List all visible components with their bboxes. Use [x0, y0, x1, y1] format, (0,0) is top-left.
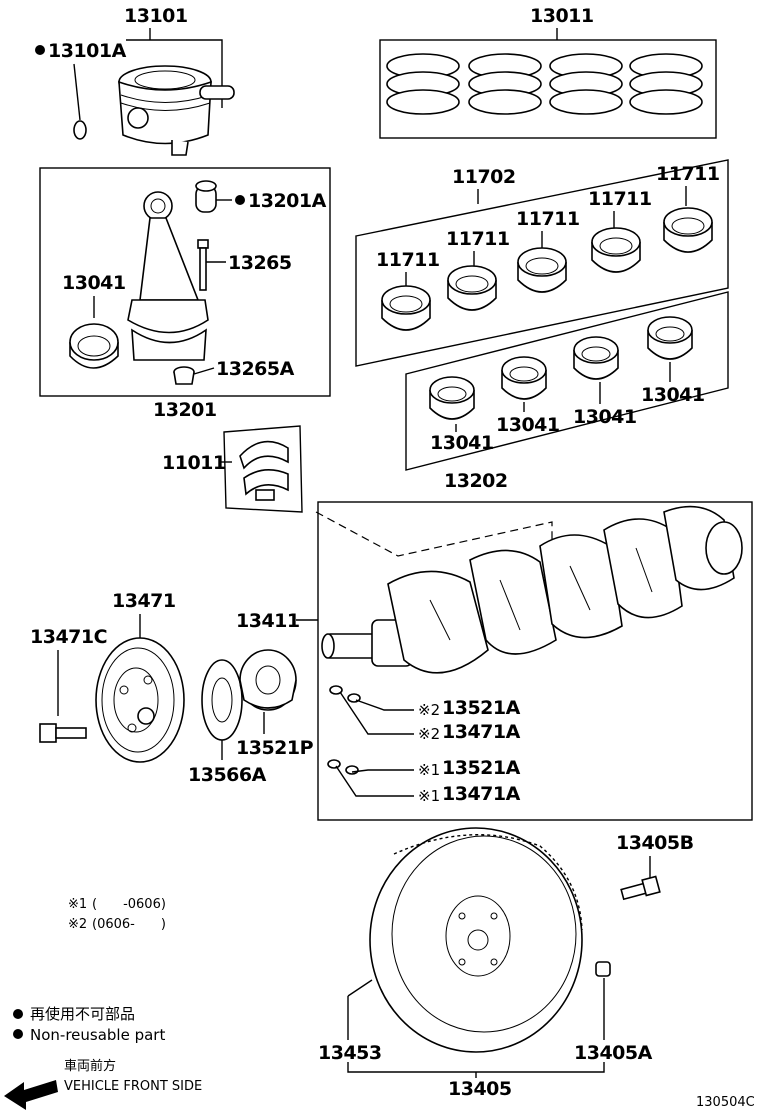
connecting-rod-box	[39, 167, 331, 397]
note-1-text: ( -0606)	[92, 897, 166, 912]
legend-jp: 再使用不可部品	[30, 1005, 135, 1023]
label-13041-c[interactable]: 13041	[573, 406, 637, 428]
label-13101[interactable]: 13101	[124, 5, 188, 27]
mark-2-a: ※2	[418, 701, 440, 719]
note-2-mark: ※2	[68, 917, 87, 932]
label-13202[interactable]: 13202	[444, 470, 508, 492]
rod-bushing	[195, 180, 217, 213]
rod-nut	[173, 366, 195, 385]
piston-illustration	[118, 65, 235, 156]
flywheel-bolt	[620, 875, 661, 901]
rod-bolt	[197, 239, 209, 291]
connecting-rod-illustration	[127, 191, 209, 361]
label-13041-rod[interactable]: 13041	[62, 272, 126, 294]
lower-bearing-box	[405, 291, 729, 471]
label-11711-d[interactable]: 11711	[588, 188, 652, 210]
non-reusable-bullet-13201A	[235, 195, 245, 205]
flywheel-illustration	[369, 827, 583, 1053]
label-13405A[interactable]: 13405A	[574, 1042, 653, 1064]
figure-id: 130504C	[696, 1095, 755, 1110]
label-13405[interactable]: 13405	[448, 1078, 512, 1100]
crankshaft-illustration	[321, 505, 743, 674]
label-11711-e[interactable]: 11711	[656, 163, 720, 185]
label-13521P[interactable]: 13521P	[236, 737, 314, 759]
flywheel-group: 13405B 13405A 13453 13405	[318, 827, 694, 1100]
label-13471A-2[interactable]: 13471A	[442, 721, 521, 743]
thrust-washer-illustration	[239, 440, 289, 501]
upper-bearing-box	[355, 159, 729, 367]
label-13405B[interactable]: 13405B	[616, 832, 694, 854]
pulley-bolt	[39, 723, 87, 743]
label-11011[interactable]: 11011	[162, 452, 226, 474]
label-13411[interactable]: 13411	[236, 610, 300, 632]
label-13521A-1[interactable]: 13521A	[442, 757, 521, 779]
label-13471A-1[interactable]: 13471A	[442, 783, 521, 805]
label-11711-a[interactable]: 11711	[376, 249, 440, 271]
legend-bullet-jp	[13, 1009, 23, 1019]
front-en: VEHICLE FRONT SIDE	[64, 1079, 202, 1094]
label-13566A[interactable]: 13566A	[188, 764, 267, 786]
piston-ring-set-group: 13011	[379, 5, 717, 139]
label-13471[interactable]: 13471	[112, 590, 176, 612]
mark-1-b: ※1	[418, 787, 440, 805]
connecting-rod-group: 13201A 13265 13265A 13041	[39, 167, 331, 421]
mark-2-b: ※2	[418, 725, 440, 743]
upper-main-bearings	[381, 207, 713, 331]
crankshaft-group: 13411 ※2 13521A ※2	[236, 501, 753, 821]
piston-pin-snap-ring	[73, 120, 87, 140]
non-reusable-bullet-13101A	[35, 45, 45, 55]
thrust-washer-box	[223, 425, 303, 513]
front-jp: 車両前方	[64, 1058, 116, 1074]
timing-gear-13521P	[239, 649, 297, 711]
label-13471C[interactable]: 13471C	[30, 626, 108, 648]
label-13101A[interactable]: 13101A	[48, 40, 127, 62]
lower-main-bearings	[429, 316, 693, 420]
ring-set-box	[379, 39, 717, 139]
label-13265A[interactable]: 13265A	[216, 358, 295, 380]
mark-1-a: ※1	[418, 761, 440, 779]
note-2-text: (0606- )	[92, 917, 166, 932]
rod-bearing-13041	[69, 323, 119, 369]
crankshaft-pulley	[95, 637, 185, 763]
legend: 再使用不可部品 Non-reusable part	[13, 1005, 165, 1044]
applicability-notes: ※1 ( -0606) ※2 (0606- )	[68, 897, 166, 932]
pulley-group: 13471 13471C 13566A 13521P	[30, 590, 314, 786]
thrust-washer-group: 11011	[162, 425, 303, 513]
piston-group: 13101 13101A	[35, 5, 235, 156]
seal-13566A	[201, 659, 243, 741]
label-13011[interactable]: 13011	[530, 5, 594, 27]
label-13453[interactable]: 13453	[318, 1042, 382, 1064]
label-13041-b[interactable]: 13041	[496, 414, 560, 436]
crankshaft-box	[317, 501, 753, 821]
label-13521A-2[interactable]: 13521A	[442, 697, 521, 719]
front-arrow-icon	[4, 1080, 58, 1110]
piston-rings	[386, 53, 703, 115]
legend-en: Non-reusable part	[30, 1026, 165, 1044]
label-11711-c[interactable]: 11711	[516, 208, 580, 230]
label-11702[interactable]: 11702	[452, 166, 516, 188]
flywheel-pin	[595, 961, 611, 977]
front-direction: 車両前方 VEHICLE FRONT SIDE	[4, 1058, 202, 1110]
crankshaft-bearing-group: 11702 11711 11711 11711 11711 11711	[355, 159, 729, 492]
label-13041-a[interactable]: 13041	[430, 432, 494, 454]
label-13201[interactable]: 13201	[153, 399, 217, 421]
label-11711-b[interactable]: 11711	[446, 228, 510, 250]
note-1-mark: ※1	[68, 897, 87, 912]
label-13041-d[interactable]: 13041	[641, 384, 705, 406]
legend-bullet-en	[13, 1029, 23, 1039]
label-13201A[interactable]: 13201A	[248, 190, 327, 212]
label-13265[interactable]: 13265	[228, 252, 292, 274]
